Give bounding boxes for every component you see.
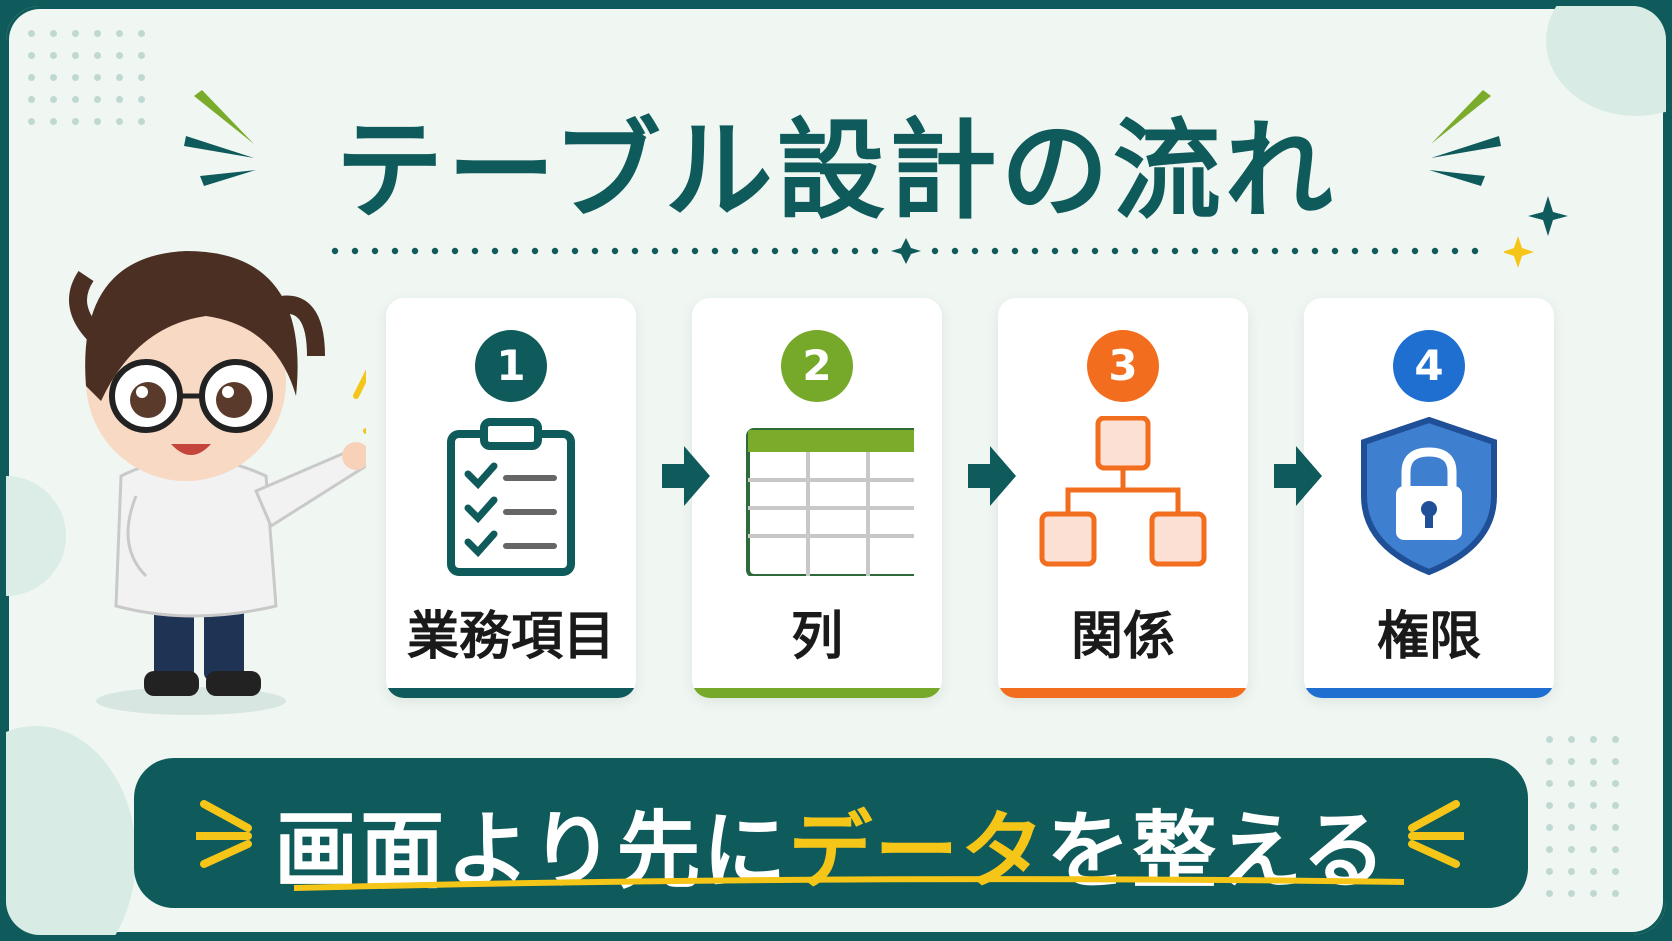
tagline-highlight: データ [788, 802, 1047, 900]
sparkle-icon [1504, 196, 1568, 268]
step-number-badge: 4 [1393, 330, 1465, 402]
burst-left-icon [184, 90, 256, 186]
mascot-character-illustration [69, 251, 366, 715]
step-label: 列 [790, 607, 843, 667]
shield-lock-icon [1361, 416, 1497, 576]
step-label: 業務項目 [406, 607, 615, 667]
thumbnail-frame: テーブル設計の流れ [6, 6, 1666, 935]
burst-right-icon [1408, 800, 1464, 868]
step-card-2: 2 列 [692, 298, 942, 698]
step-number-badge: 2 [781, 330, 853, 402]
tagline-banner: 画面より先にデータを整える [134, 758, 1528, 908]
step-card-4: 4 権限 [1304, 298, 1554, 698]
arrow-right-icon [1274, 446, 1322, 506]
dot-pattern-top-left [28, 30, 178, 140]
arrow-right-icon [968, 446, 1016, 506]
title-divider [331, 238, 1479, 264]
clipboard-checklist-icon [447, 418, 575, 576]
table-grid-icon [746, 428, 914, 576]
burst-right-icon [1429, 90, 1501, 186]
step-number-badge: 3 [1087, 330, 1159, 402]
step-card-3: 3 関係 [998, 298, 1248, 698]
burst-left-icon [196, 800, 252, 868]
decorative-blob-bottom-left [6, 726, 136, 935]
hierarchy-diagram-icon [1039, 416, 1207, 567]
step-label: 関係 [1070, 607, 1175, 667]
step-number-badge: 1 [475, 330, 547, 402]
page-title: テーブル設計の流れ [335, 109, 1337, 234]
dot-pattern-bottom-right [1546, 736, 1656, 916]
arrow-right-icon [662, 446, 710, 506]
step-label: 権限 [1376, 607, 1481, 667]
step-card-1: 1 業務項目 [386, 298, 636, 698]
tagline-underline [294, 876, 1404, 891]
